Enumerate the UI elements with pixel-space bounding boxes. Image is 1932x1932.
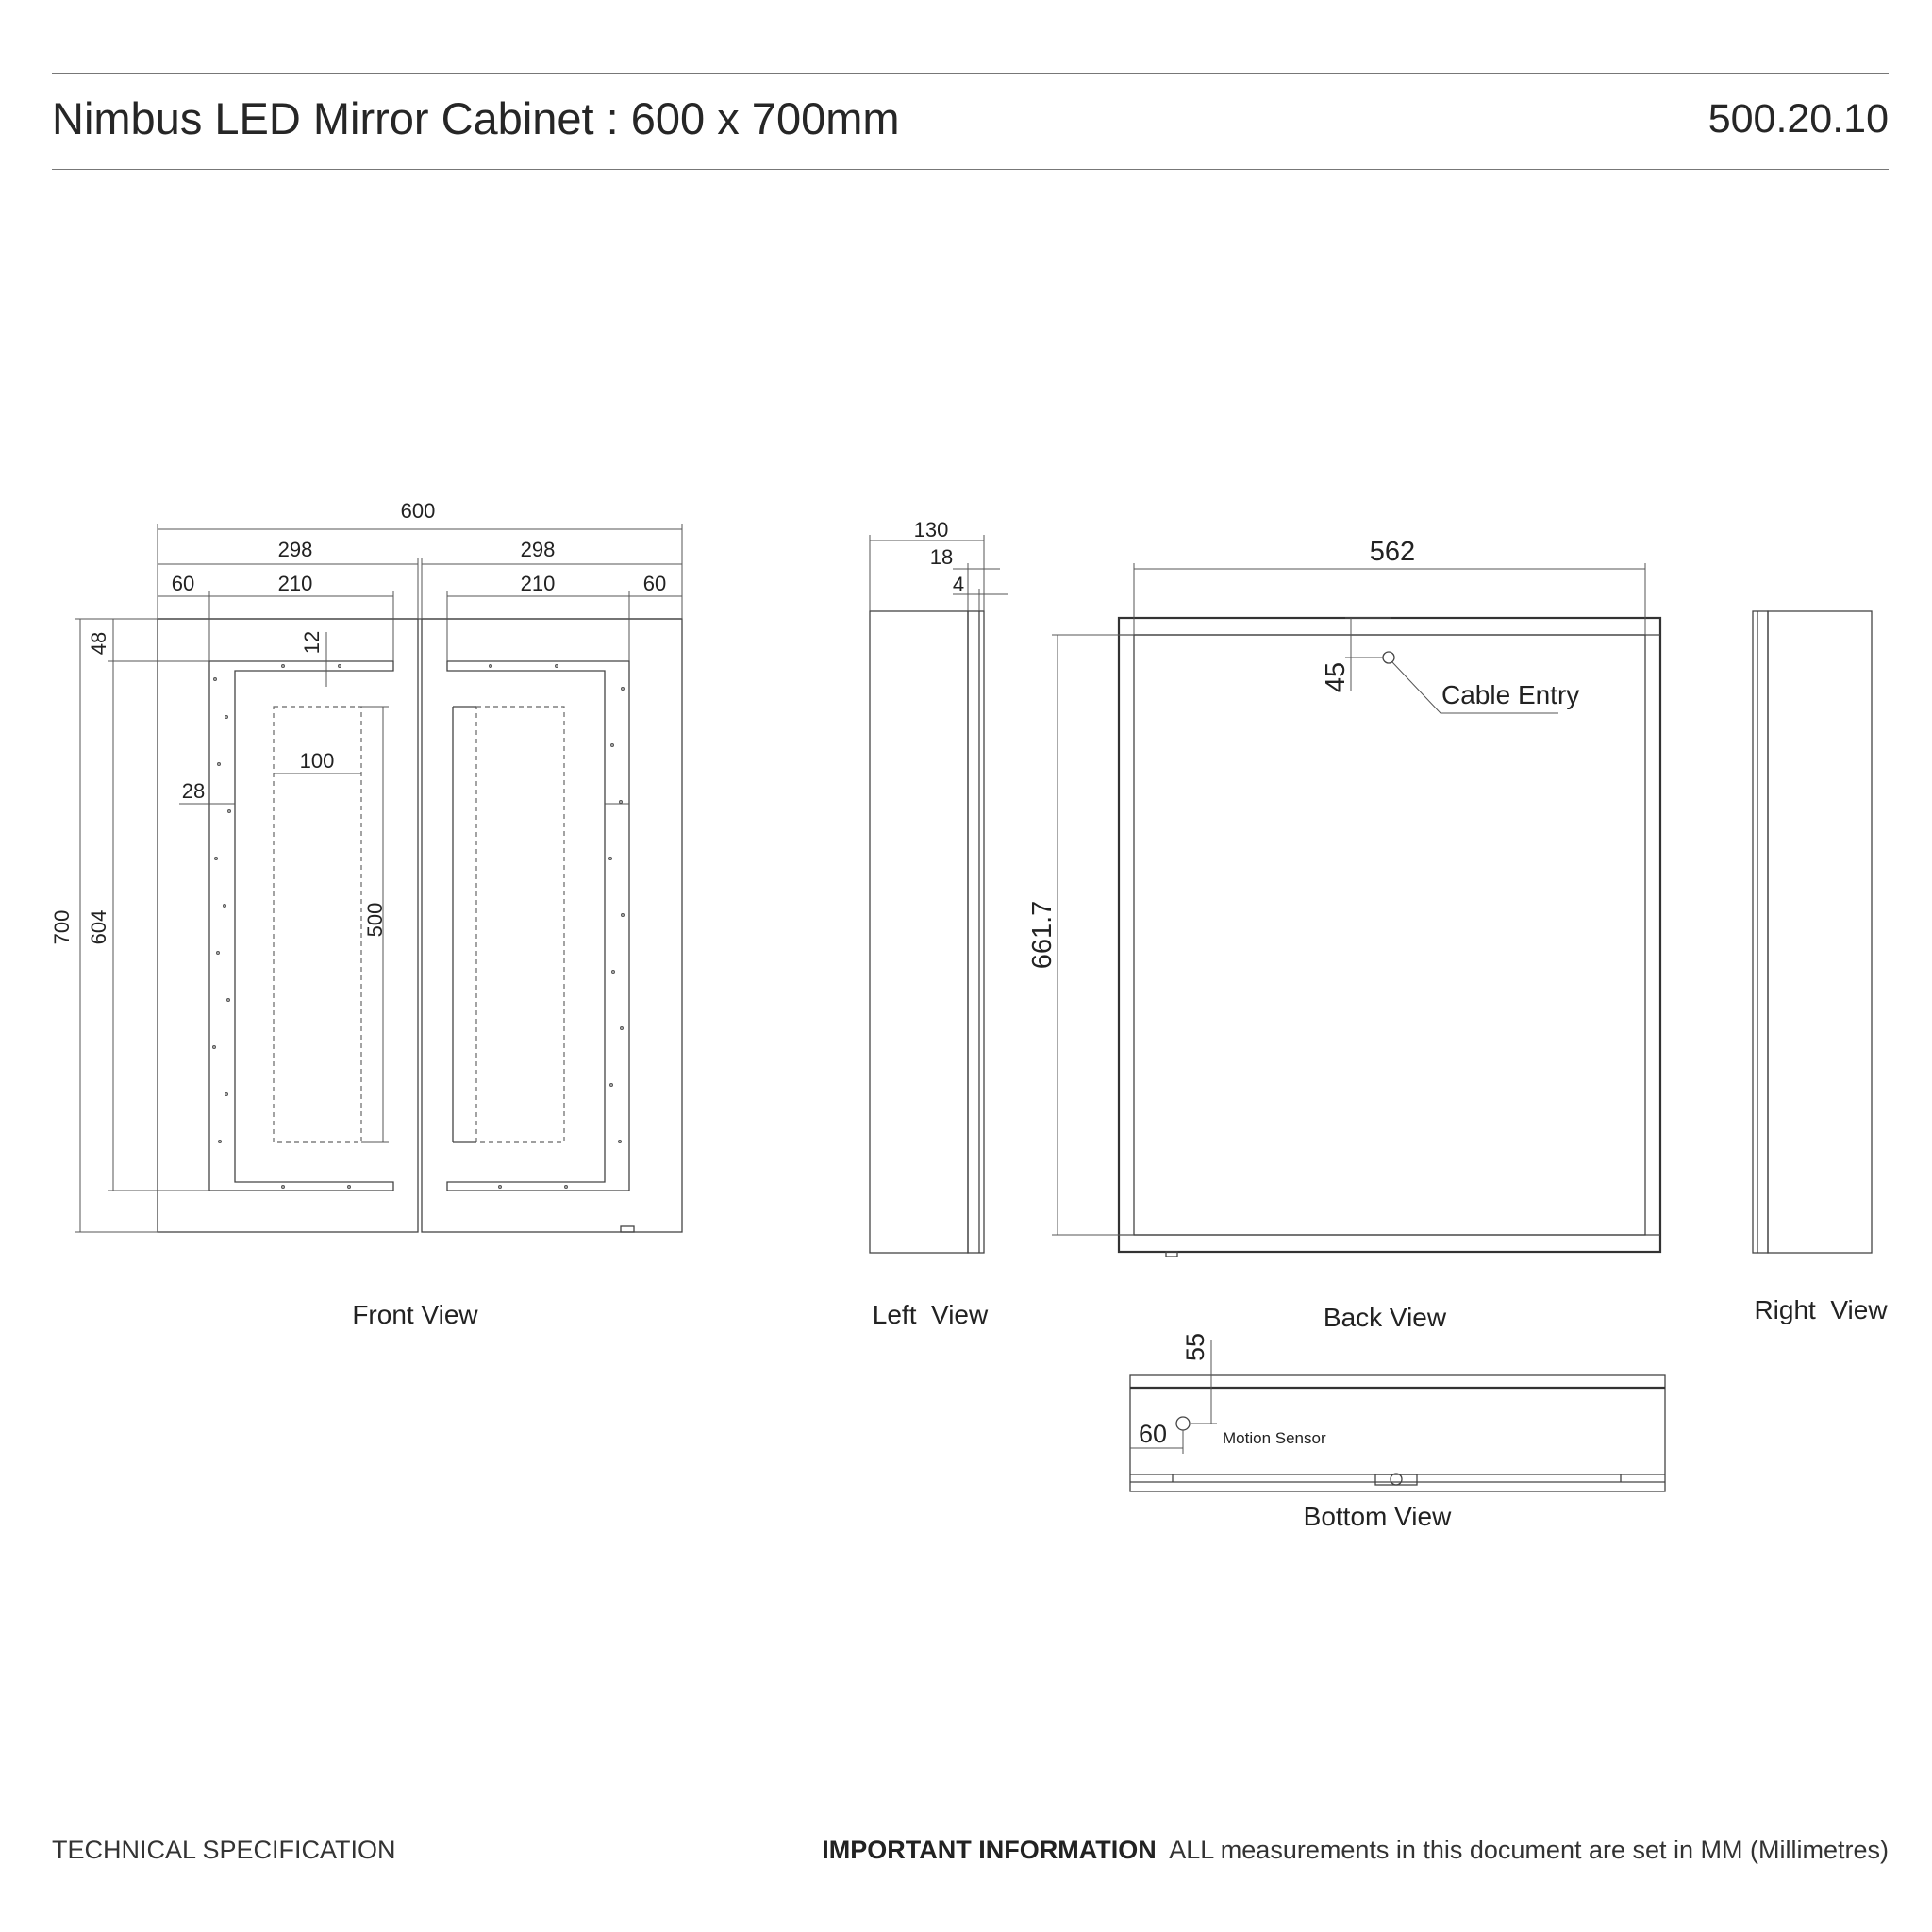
footer-important-information: IMPORTANT INFORMATION ALL measurements i… xyxy=(822,1836,1889,1865)
front-right-led-strip xyxy=(446,660,630,1191)
dim-front-210-left: 210 xyxy=(278,572,313,595)
right-view-body xyxy=(1767,610,1873,1254)
dim-bottom-55: 55 xyxy=(1181,1333,1209,1361)
bottom-view: 55 60 Motion Sensor xyxy=(1129,1333,1666,1492)
front-left-inner-outline xyxy=(273,706,362,1143)
label-back-view: Back View xyxy=(1324,1303,1447,1332)
left-view: 130 18 4 xyxy=(869,518,1008,1254)
dim-front-12: 12 xyxy=(300,631,324,654)
bottom-hinge xyxy=(1374,1474,1418,1486)
left-view-body xyxy=(869,610,969,1254)
label-motion-sensor: Motion Sensor xyxy=(1223,1429,1326,1447)
dim-left-130: 130 xyxy=(914,518,949,541)
left-view-door xyxy=(967,610,985,1254)
front-right-inner-outline xyxy=(475,706,565,1143)
label-front-view: Front View xyxy=(352,1300,478,1329)
back-view-panel xyxy=(1133,634,1646,1236)
dim-left-4: 4 xyxy=(953,573,964,596)
dim-front-60-right: 60 xyxy=(643,572,666,595)
cable-entry-leader xyxy=(1391,661,1558,714)
label-right-view: Right View xyxy=(1754,1295,1888,1324)
front-view: 600 298 298 60 210 210 60 48 12 100 28 7… xyxy=(50,499,683,1233)
dim-front-48: 48 xyxy=(87,632,110,655)
bottom-view-body xyxy=(1129,1374,1666,1492)
dim-bottom-60: 60 xyxy=(1139,1420,1167,1448)
footer-technical-specification: TECHNICAL SPECIFICATION xyxy=(52,1836,396,1864)
label-left-view: Left View xyxy=(873,1300,989,1329)
dim-front-100: 100 xyxy=(300,749,335,773)
dim-front-604: 604 xyxy=(87,910,110,945)
label-cable-entry: Cable Entry xyxy=(1441,680,1579,709)
dim-back-562: 562 xyxy=(1370,537,1415,567)
motion-sensor-icon xyxy=(1175,1416,1191,1431)
dim-front-600: 600 xyxy=(401,499,436,523)
dim-front-298-left: 298 xyxy=(278,538,313,561)
dim-front-298-right: 298 xyxy=(521,538,556,561)
right-view xyxy=(1752,610,1873,1254)
front-left-led-strip xyxy=(208,660,394,1191)
measurement-note: ALL measurements in this document are se… xyxy=(1169,1836,1889,1864)
dim-front-210-right: 210 xyxy=(521,572,556,595)
dim-front-28: 28 xyxy=(182,779,205,803)
dim-back-45: 45 xyxy=(1321,662,1351,692)
header-top-rule xyxy=(52,73,1889,74)
back-view-frame xyxy=(1117,616,1662,1254)
dim-left-18: 18 xyxy=(930,545,953,569)
led-texture xyxy=(212,663,625,1189)
product-code: 500.20.10 xyxy=(1707,96,1889,142)
dim-back-661-7: 661.7 xyxy=(1027,901,1058,970)
cable-entry-hole xyxy=(1382,651,1395,664)
dim-front-500: 500 xyxy=(363,903,387,938)
label-bottom-view: Bottom View xyxy=(1304,1502,1452,1531)
important-label: IMPORTANT INFORMATION xyxy=(822,1836,1157,1864)
right-view-door xyxy=(1752,610,1769,1254)
page-title: Nimbus LED Mirror Cabinet : 600 x 700mm xyxy=(52,93,900,143)
dim-front-60-left: 60 xyxy=(172,572,194,595)
back-view: 562 661.7 45 Cable Entry xyxy=(1027,537,1662,1257)
header-bottom-rule xyxy=(52,169,1889,170)
dim-front-700: 700 xyxy=(50,910,74,945)
front-right-door xyxy=(421,618,683,1233)
